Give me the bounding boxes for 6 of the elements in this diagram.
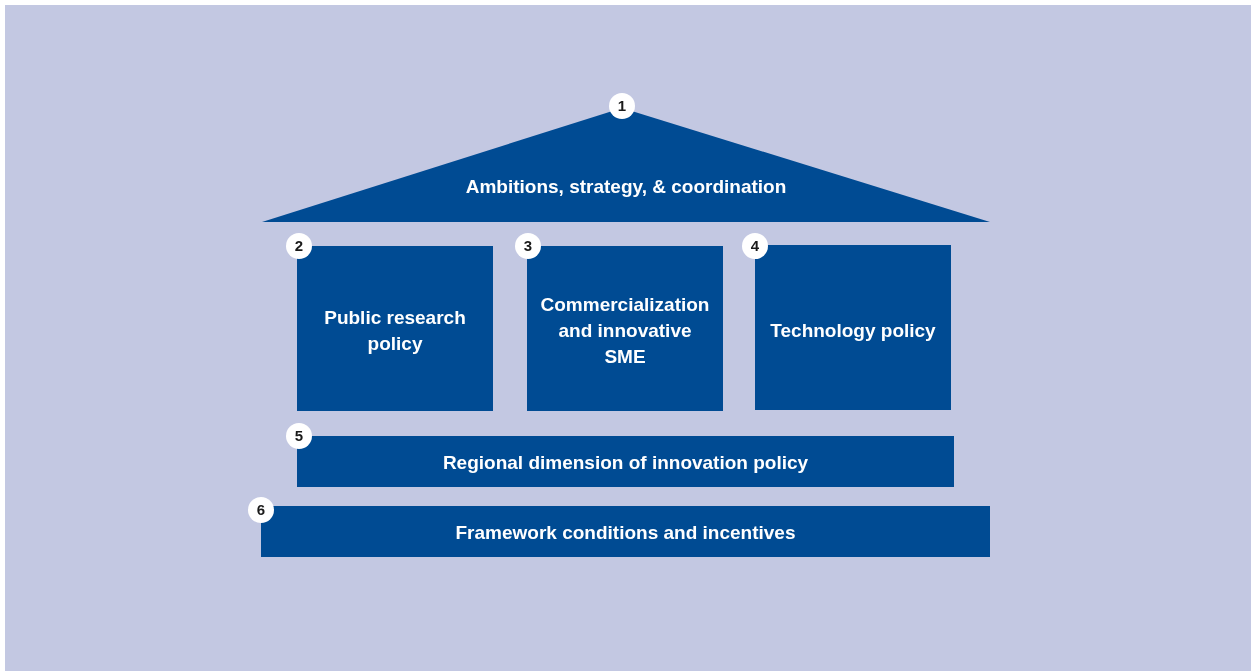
node-label: Regional dimension of innovation policy — [442, 452, 809, 473]
node-label: Technology policy — [770, 320, 936, 341]
node-label: Public research policy — [324, 307, 466, 354]
node-label: Framework conditions and incentives — [455, 522, 796, 543]
node-label: Commercialization and innovative SME — [540, 294, 710, 367]
node-label: Ambitions, strategy, & coordination — [465, 176, 787, 197]
